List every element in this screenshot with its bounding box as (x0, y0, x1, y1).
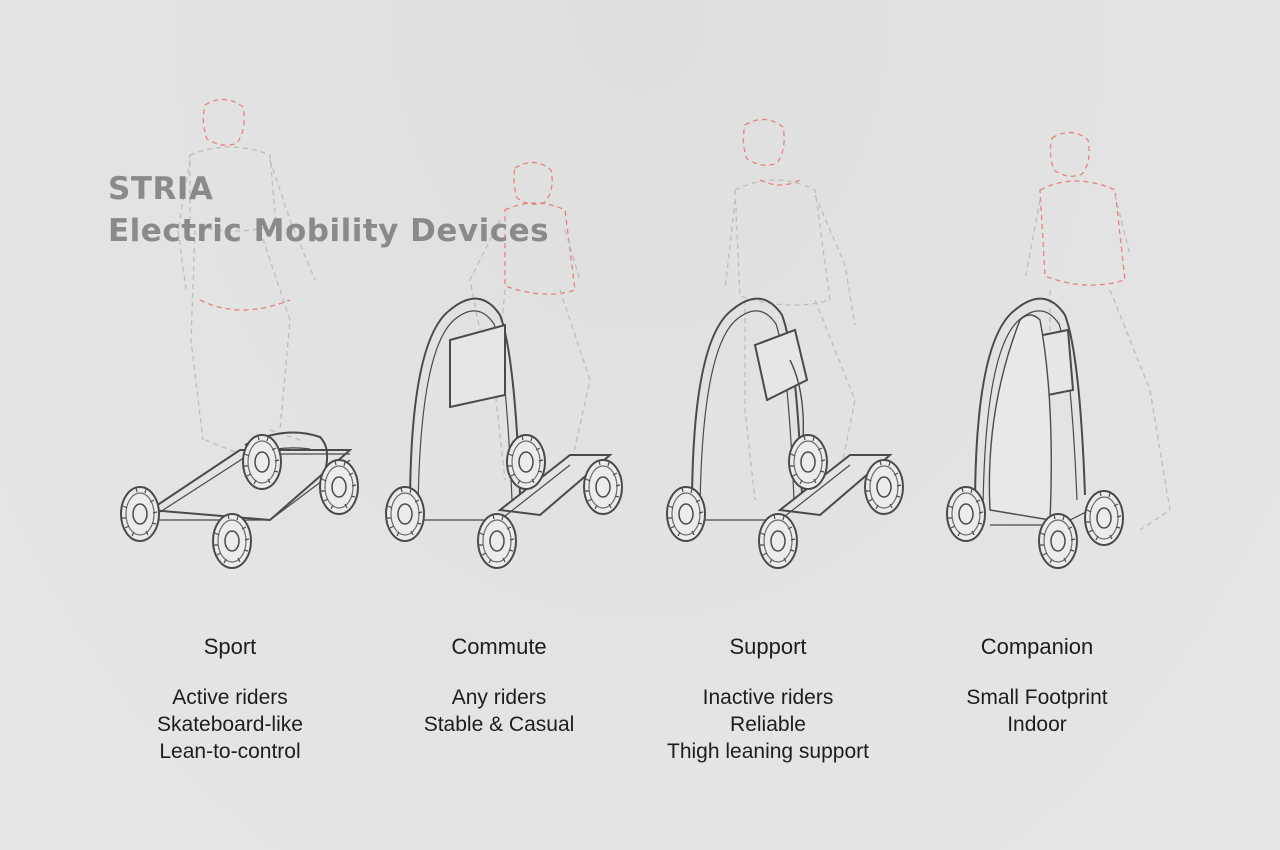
description-line: Inactive riders (702, 686, 834, 709)
title-subtitle: Electric Mobility Devices (108, 213, 550, 249)
commute-device (385, 297, 623, 569)
description-line: Thigh leaning support (667, 740, 869, 763)
device-commute: Commute Any riders Stable & Casual (364, 632, 634, 738)
device-description: Inactive riders Reliable Thigh leaning s… (633, 684, 903, 765)
device-companion: Companion Small Footprint Indoor (902, 632, 1172, 738)
description-line: Active riders (172, 686, 288, 709)
sport-rider-figure (177, 98, 316, 453)
device-illustrations (120, 98, 1171, 569)
companion-device (946, 297, 1124, 569)
description-line: Skateboard-like (157, 713, 303, 736)
support-rider-figure (724, 118, 856, 501)
support-device (666, 297, 904, 569)
description-line: Small Footprint (966, 686, 1108, 709)
device-support: Support Inactive riders Reliable Thigh l… (633, 632, 903, 765)
description-line: Any riders (451, 686, 547, 709)
sport-device (120, 431, 359, 569)
device-name: Companion (980, 634, 1094, 659)
description-line: Reliable (730, 713, 806, 736)
device-name: Support (729, 634, 807, 659)
description-line: Lean-to-control (159, 740, 301, 763)
description-line: Indoor (1007, 713, 1067, 736)
device-description: Any riders Stable & Casual (364, 684, 634, 738)
device-name: Sport (203, 634, 257, 659)
device-sport: Sport Active riders Skateboard-like Lean… (95, 632, 365, 765)
page-title: STRIA Electric Mobility Devices (108, 168, 549, 252)
description-line: Stable & Casual (423, 713, 575, 736)
device-name: Commute (451, 634, 547, 659)
device-description: Active riders Skateboard-like Lean-to-co… (95, 684, 365, 765)
title-brand: STRIA (108, 171, 214, 207)
device-description: Small Footprint Indoor (902, 684, 1172, 738)
